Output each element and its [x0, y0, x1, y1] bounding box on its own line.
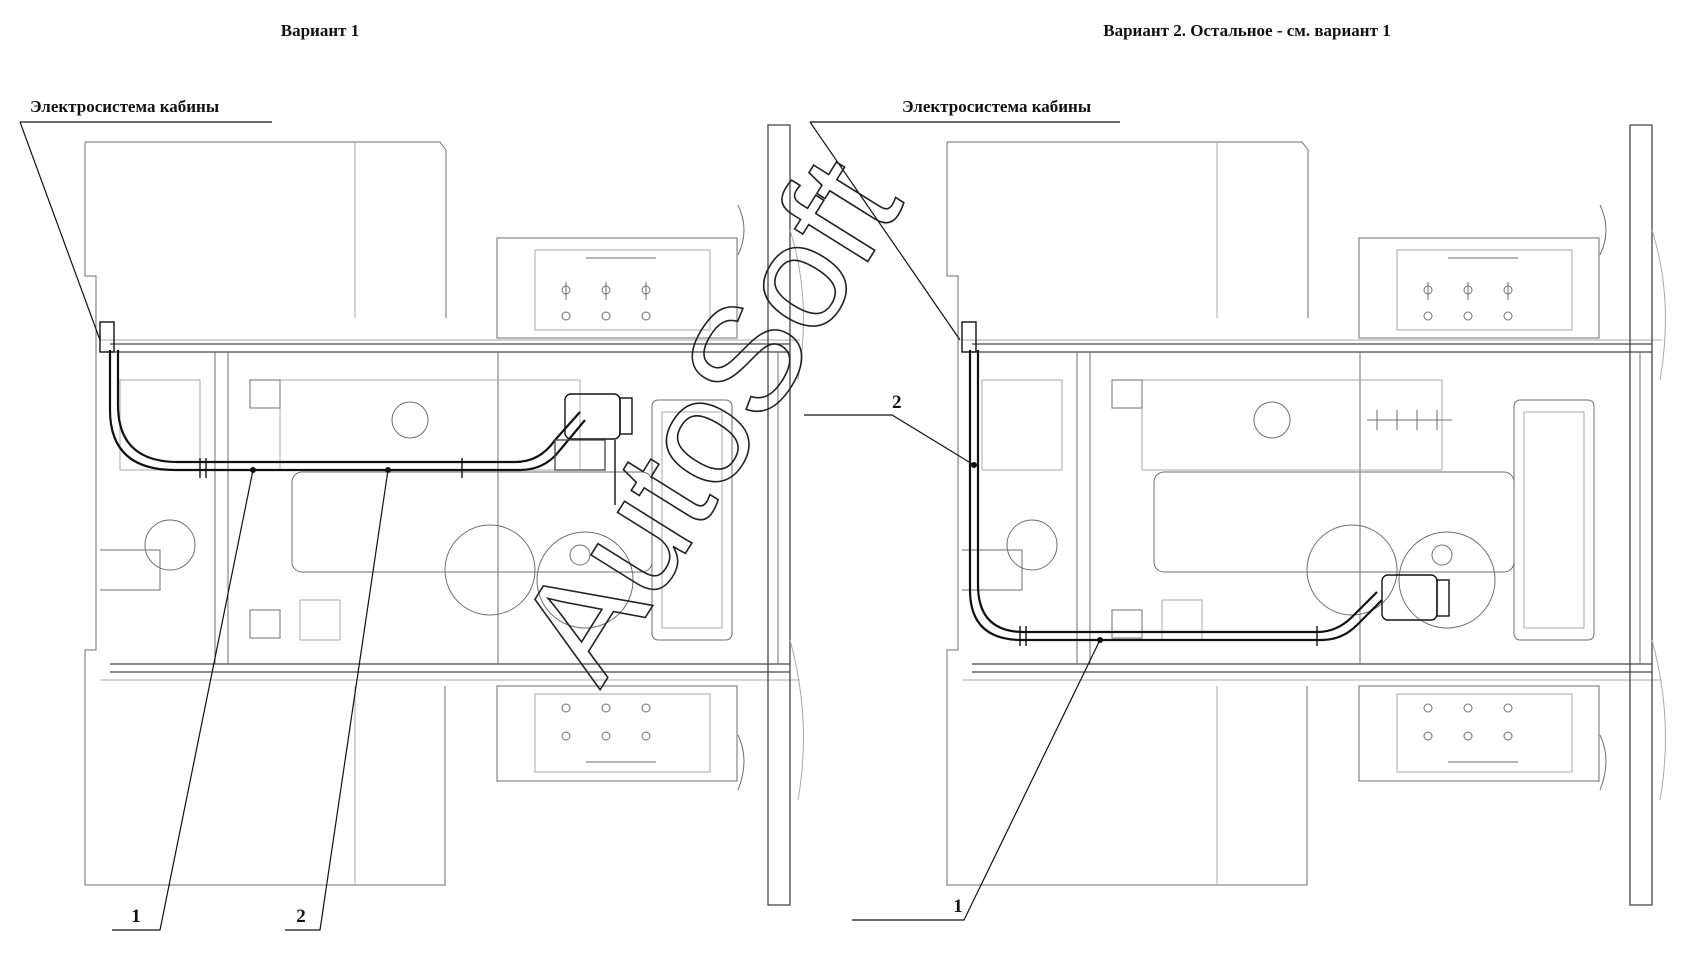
variant1-cab-electrics-label: Электросистема кабины: [30, 97, 219, 116]
variant1-item-2: 2: [296, 906, 306, 927]
variant2-item-2: 2: [892, 392, 902, 413]
variant1-drawing: Вариант 1 Электросистема кабины 1 2: [19, 21, 805, 931]
variant1-item-1: 1: [131, 906, 141, 927]
variant2-title: Вариант 2. Остальное - см. вариант 1: [1103, 21, 1390, 40]
variant2-item-1: 1: [953, 896, 963, 917]
variant2-drawing: Вариант 2. Остальное - см. вариант 1 Эле…: [804, 21, 1667, 921]
variant2-cab-electrics-label: Электросистема кабины: [902, 97, 1091, 116]
variant1-title: Вариант 1: [281, 21, 359, 40]
watermark: AutoSoft: [485, 130, 932, 707]
